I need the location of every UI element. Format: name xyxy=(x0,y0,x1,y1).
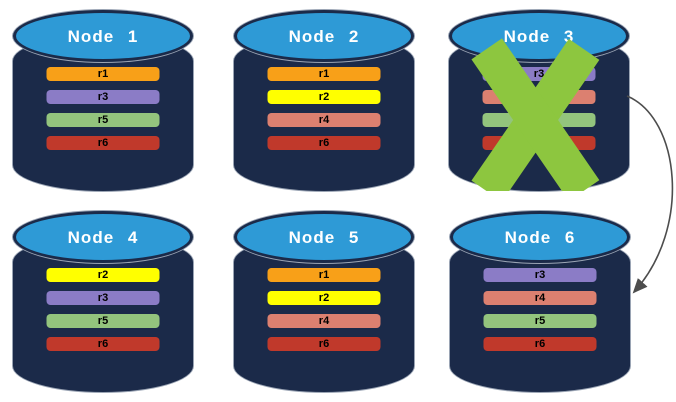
replica-bar: r5 xyxy=(483,314,597,328)
replica-bar: r5 xyxy=(46,113,160,127)
cylinder-top: Node 2 xyxy=(234,10,414,62)
replica-bar: r3 xyxy=(46,291,160,305)
replica-bar: r6 xyxy=(46,136,160,150)
node-title: Node 4 xyxy=(67,228,139,247)
replica-list: r1 r2 r4 r6 xyxy=(267,67,381,150)
replica-bar: r2 xyxy=(46,268,160,282)
replica-bar: r6 xyxy=(267,136,381,150)
node-2: Node 2 r1 r2 r4 r6 xyxy=(234,10,414,191)
replica-bar: r2 xyxy=(267,90,381,104)
node-title: Node 5 xyxy=(288,228,360,247)
replica-list: r2 r3 r5 r6 xyxy=(46,268,160,351)
replica-bar: r6 xyxy=(483,337,597,351)
node-title: Node 3 xyxy=(503,27,575,46)
replica-list: r1 r3 r5 r6 xyxy=(46,67,160,150)
cylinder-top: Node 5 xyxy=(234,211,414,263)
node-5: Node 5 r1 r2 r4 r6 xyxy=(234,211,414,392)
node-title: Node 1 xyxy=(67,27,139,46)
cylinder-top: Node 3 xyxy=(449,10,629,62)
replica-bar: r1 xyxy=(267,67,381,81)
replica-bar: r4 xyxy=(267,314,381,328)
cylinder-top: Node 4 xyxy=(13,211,193,263)
node-3: Node 3 r3 r4 r5 r6 xyxy=(449,10,629,191)
replica-bar: r4 xyxy=(483,291,597,305)
node-4: Node 4 r2 r3 r5 r6 xyxy=(13,211,193,392)
node-title: Node 6 xyxy=(504,228,576,247)
replica-bar: r1 xyxy=(46,67,160,81)
replica-bar: r4 xyxy=(267,113,381,127)
replica-list: r1 r2 r4 r6 xyxy=(267,268,381,351)
failure-cross-icon xyxy=(471,38,600,191)
node-title: Node 2 xyxy=(288,27,360,46)
replica-bar: r5 xyxy=(46,314,160,328)
replica-bar: r1 xyxy=(267,268,381,282)
replica-list: r3 r4 r5 r6 xyxy=(483,268,597,351)
replica-bar: r6 xyxy=(46,337,160,351)
replica-bar: r3 xyxy=(46,90,160,104)
node-1: Node 1 r1 r3 r5 r6 xyxy=(13,10,193,191)
node-6: Node 6 r3 r4 r5 r6 xyxy=(450,211,630,392)
replica-bar: r3 xyxy=(483,268,597,282)
cylinder-top: Node 6 xyxy=(450,211,630,263)
cylinder-top: Node 1 xyxy=(13,10,193,62)
replica-bar: r2 xyxy=(267,291,381,305)
replica-bar: r6 xyxy=(267,337,381,351)
